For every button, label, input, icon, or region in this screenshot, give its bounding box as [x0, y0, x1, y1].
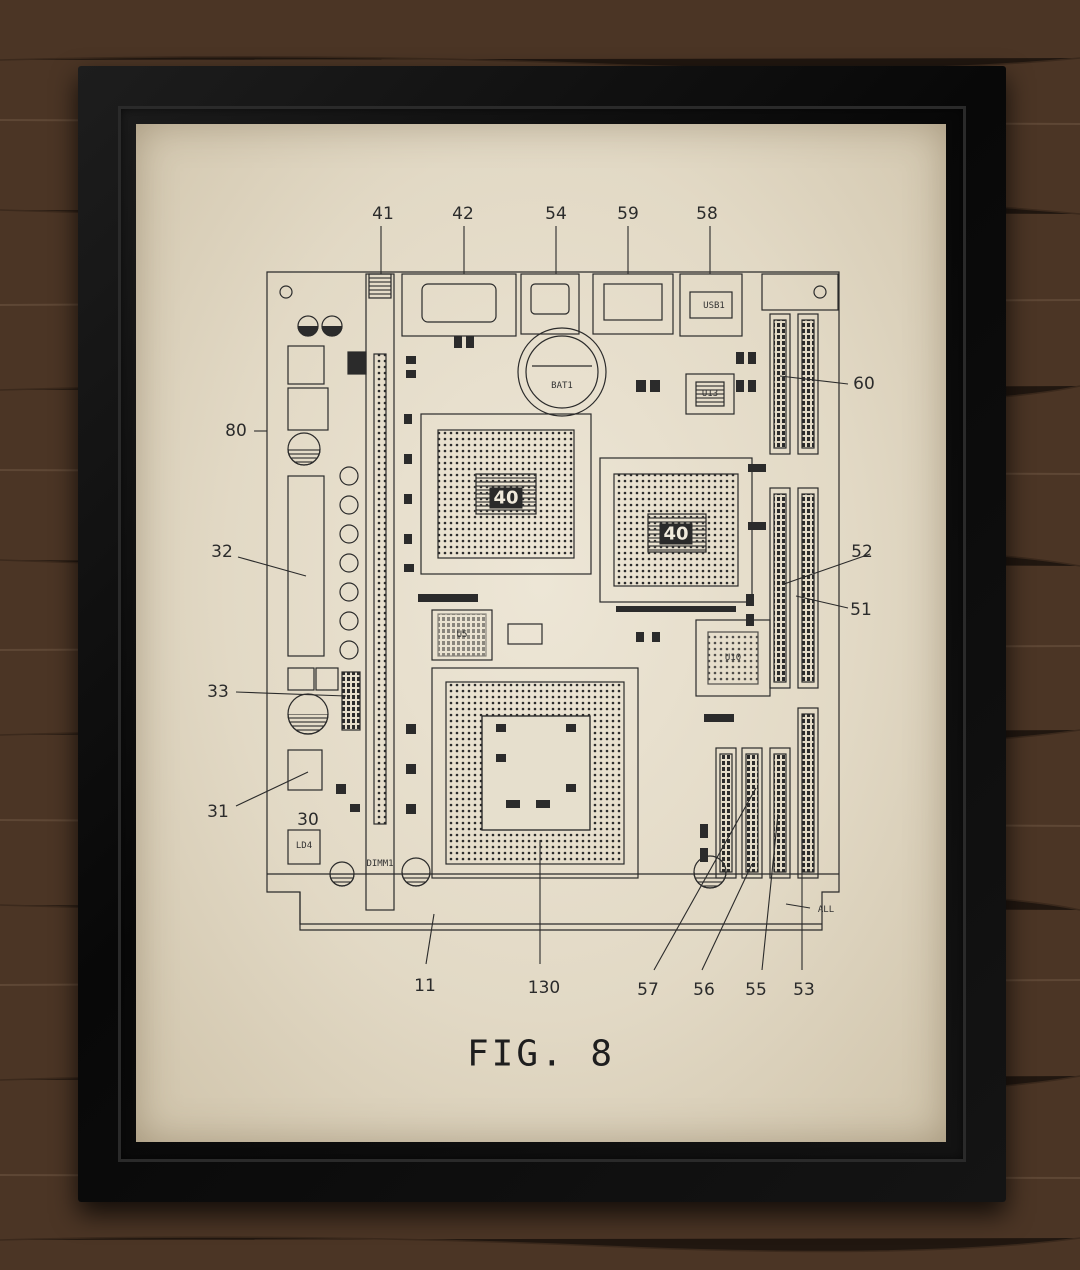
small-ics — [431, 373, 771, 697]
circuit-board-drawing — [235, 226, 871, 971]
ref-label-56: 56 — [693, 980, 715, 1000]
chip-left-marking: 40 — [489, 487, 523, 509]
ref-label-55: 55 — [745, 980, 767, 1000]
silkscreen-usb: USB1 — [703, 301, 725, 311]
ref-label-54: 54 — [545, 204, 567, 224]
right-headers — [693, 313, 819, 889]
ref-label-57: 57 — [637, 980, 659, 1000]
left-components — [287, 315, 431, 887]
dimm-slot — [365, 273, 395, 911]
top-connectors — [401, 273, 839, 337]
chip-right-marking: 40 — [659, 523, 693, 545]
ref-label-51: 51 — [850, 600, 872, 620]
ref-label-31: 31 — [207, 802, 229, 822]
ref-label-58: 58 — [696, 204, 718, 224]
leader-lines — [235, 226, 871, 971]
ref-label-11: 11 — [414, 976, 436, 996]
ref-label-130: 130 — [527, 978, 561, 998]
ref-label-80: 80 — [225, 421, 247, 441]
smd-parts — [336, 336, 766, 862]
ref-label-60: 60 — [853, 374, 875, 394]
ref-label-33: 33 — [207, 682, 229, 702]
silkscreen-dimm: DIMM1 — [366, 859, 394, 869]
ref-label-30: 30 — [297, 810, 319, 830]
silkscreen-ld4: LD4 — [295, 841, 313, 851]
socket-130 — [431, 667, 639, 879]
figure-title: FIG. 8 — [466, 1033, 616, 1075]
ref-label-41: 41 — [372, 204, 394, 224]
ref-label-53: 53 — [793, 980, 815, 1000]
ref-label-52: 52 — [851, 542, 873, 562]
battery-cell — [517, 327, 607, 417]
silkscreen-battery: BAT1 — [551, 381, 573, 391]
silkscreen-u10: U10 — [724, 653, 742, 663]
silkscreen-u5: U5 — [456, 630, 468, 640]
ref-label-42: 42 — [452, 204, 474, 224]
ref-label-59: 59 — [617, 204, 639, 224]
ref-label-32: 32 — [211, 542, 233, 562]
patent-print-paper: 41 42 54 59 58 60 80 32 52 51 33 31 30 1… — [136, 124, 946, 1142]
silkscreen-all: ALL — [817, 905, 835, 915]
mounting-holes — [279, 285, 827, 299]
board-outline — [266, 271, 840, 931]
silkscreen-u13: U13 — [701, 389, 719, 399]
